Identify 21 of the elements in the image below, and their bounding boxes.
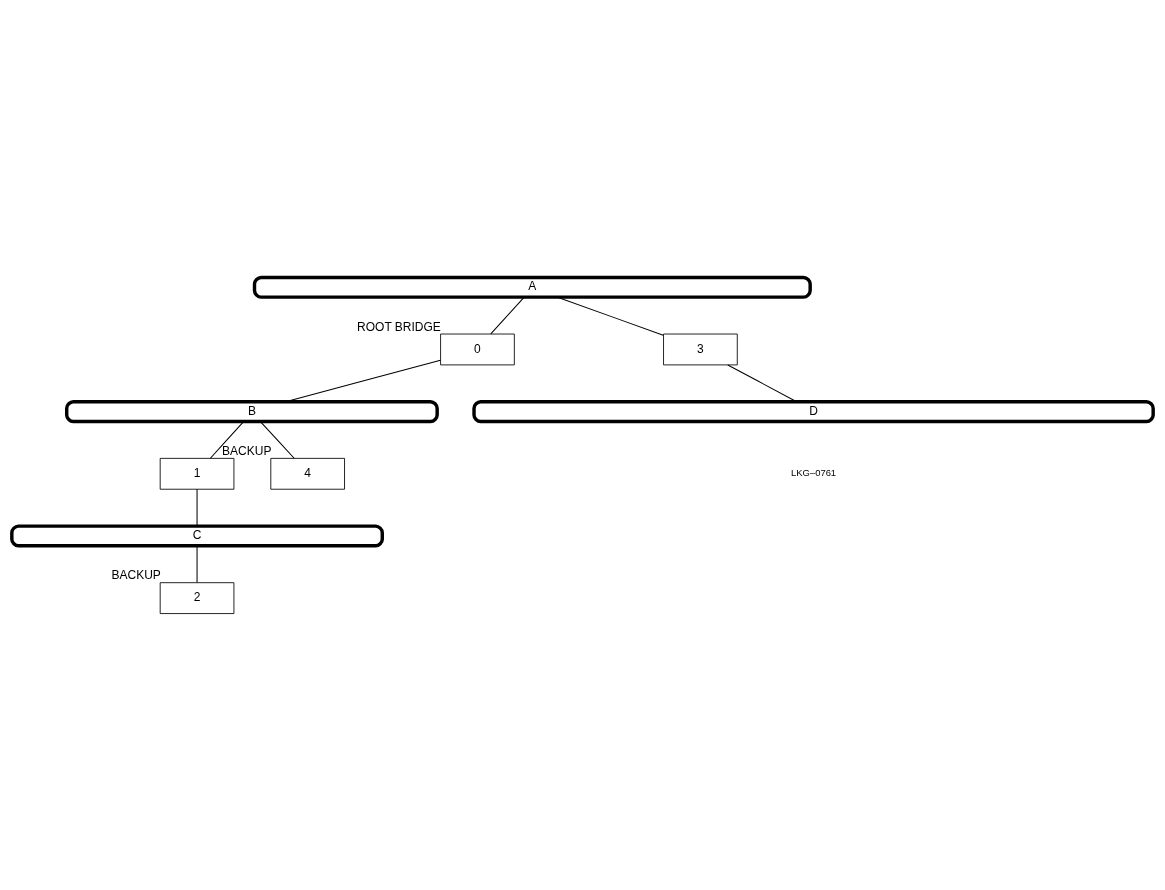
node-label: ROOT BRIDGE bbox=[357, 319, 441, 334]
node-box: D bbox=[472, 399, 1155, 423]
node-label: BACKUP bbox=[222, 443, 272, 458]
node-label: BACKUP bbox=[111, 567, 161, 582]
connector bbox=[209, 420, 245, 459]
node-box: 0 bbox=[440, 333, 515, 365]
node-box: 1 bbox=[159, 457, 235, 490]
connector bbox=[490, 296, 525, 334]
connector bbox=[727, 363, 798, 402]
node-box: A bbox=[252, 275, 812, 299]
connector bbox=[196, 488, 198, 527]
connector bbox=[557, 296, 664, 336]
label: LKG–0761 bbox=[791, 466, 837, 478]
node-box: 4 bbox=[270, 457, 345, 490]
connector bbox=[285, 359, 441, 402]
node-box: C bbox=[10, 523, 384, 548]
connector bbox=[196, 545, 198, 583]
node-box: 2 bbox=[159, 581, 235, 614]
node-box: B bbox=[65, 399, 439, 423]
node-box: 3 bbox=[663, 333, 738, 365]
connector bbox=[259, 420, 295, 459]
